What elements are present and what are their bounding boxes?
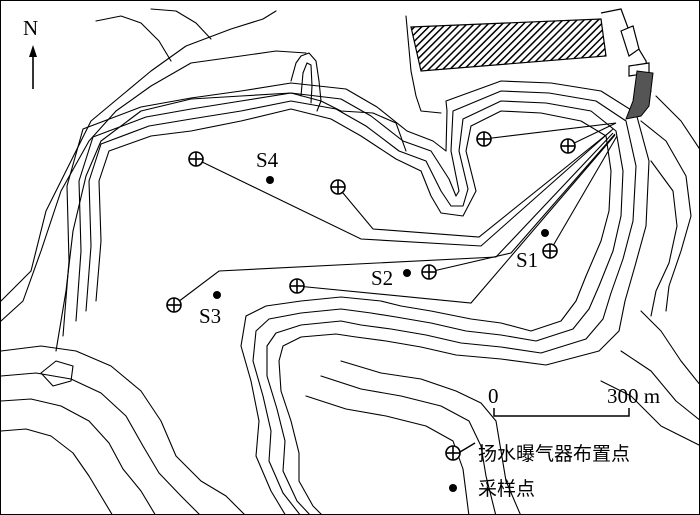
road-3 (405, 15, 442, 114)
se-contour-6 (600, 380, 699, 446)
aerator-icon (560, 138, 576, 154)
aerator-icon (330, 179, 346, 195)
legend-aerator-label: 扬水曝气器布置点 (478, 443, 630, 465)
pipe-6 (428, 133, 616, 273)
aerator-symbols (166, 131, 576, 313)
shoreline-2 (85, 100, 624, 514)
pipe-8 (549, 135, 618, 252)
se-contour-5 (620, 350, 699, 421)
legend: 扬水曝气器布置点 采样点 (445, 442, 630, 500)
pipe-3 (195, 128, 614, 247)
pipe-1 (483, 122, 617, 140)
scale-start-label: 0 (488, 384, 499, 408)
legend-sample-dot-icon (449, 484, 457, 492)
east-contour-1 (640, 120, 692, 312)
road-2 (300, 62, 313, 104)
contour-lines (1, 8, 699, 514)
south-islet (40, 360, 74, 387)
shoreline-3 (75, 90, 637, 514)
aerator-icon (476, 131, 492, 147)
east-contour-2 (655, 95, 699, 149)
intake-channel (625, 70, 654, 120)
scale-end-label: 300 m (607, 384, 660, 408)
sample-label-s1: S1 (516, 248, 538, 272)
nw-contour-2 (150, 8, 212, 40)
legend-aerator-icon (445, 442, 476, 461)
se-contour-3 (305, 395, 470, 514)
contour-outer-3 (55, 92, 407, 352)
sample-point-s2 (403, 269, 411, 277)
scale-bar: 0 300 m (488, 384, 660, 417)
south-contour-1 (1, 345, 245, 514)
shoreline-1 (95, 108, 612, 514)
east-contour-3 (650, 160, 678, 317)
se-contour-2 (320, 375, 497, 514)
contour-outer-1 (1, 10, 277, 302)
dam-hatched-area (410, 18, 607, 72)
sample-point-s3 (213, 291, 221, 299)
se-contour-4 (640, 310, 699, 385)
shoreline-4 (62, 80, 650, 514)
contour-outer-2 (1, 50, 307, 322)
aerator-icon (188, 151, 204, 167)
south-contour-2 (1, 372, 200, 514)
pipe-5 (173, 132, 614, 306)
sample-label-s2: S2 (371, 266, 393, 290)
nw-contour-1 (95, 15, 172, 62)
aerator-icon (166, 297, 182, 313)
legend-sample-label: 采样点 (478, 478, 535, 500)
sample-label-s4: S4 (256, 148, 279, 172)
sampling-points: S1 S2 S3 S4 (199, 148, 549, 328)
north-arrow-icon (29, 45, 37, 57)
pipe-2 (567, 122, 617, 147)
sample-point-s4 (266, 176, 274, 184)
sample-label-s3: S3 (199, 304, 221, 328)
pipe-4 (337, 130, 612, 238)
aerator-icon (289, 278, 305, 294)
dam-structure (410, 8, 652, 112)
aerator-pipes (173, 122, 618, 306)
aerator-icon (421, 264, 437, 280)
north-label: N (23, 16, 38, 40)
south-contour-3 (1, 398, 156, 514)
pipe-7 (296, 134, 616, 304)
north-arrow: N (23, 16, 38, 89)
sample-point-s1 (541, 229, 549, 237)
south-contour-4 (1, 428, 113, 514)
se-contour-1 (340, 360, 521, 514)
aerator-icon (542, 243, 558, 259)
road-1 (290, 52, 322, 112)
